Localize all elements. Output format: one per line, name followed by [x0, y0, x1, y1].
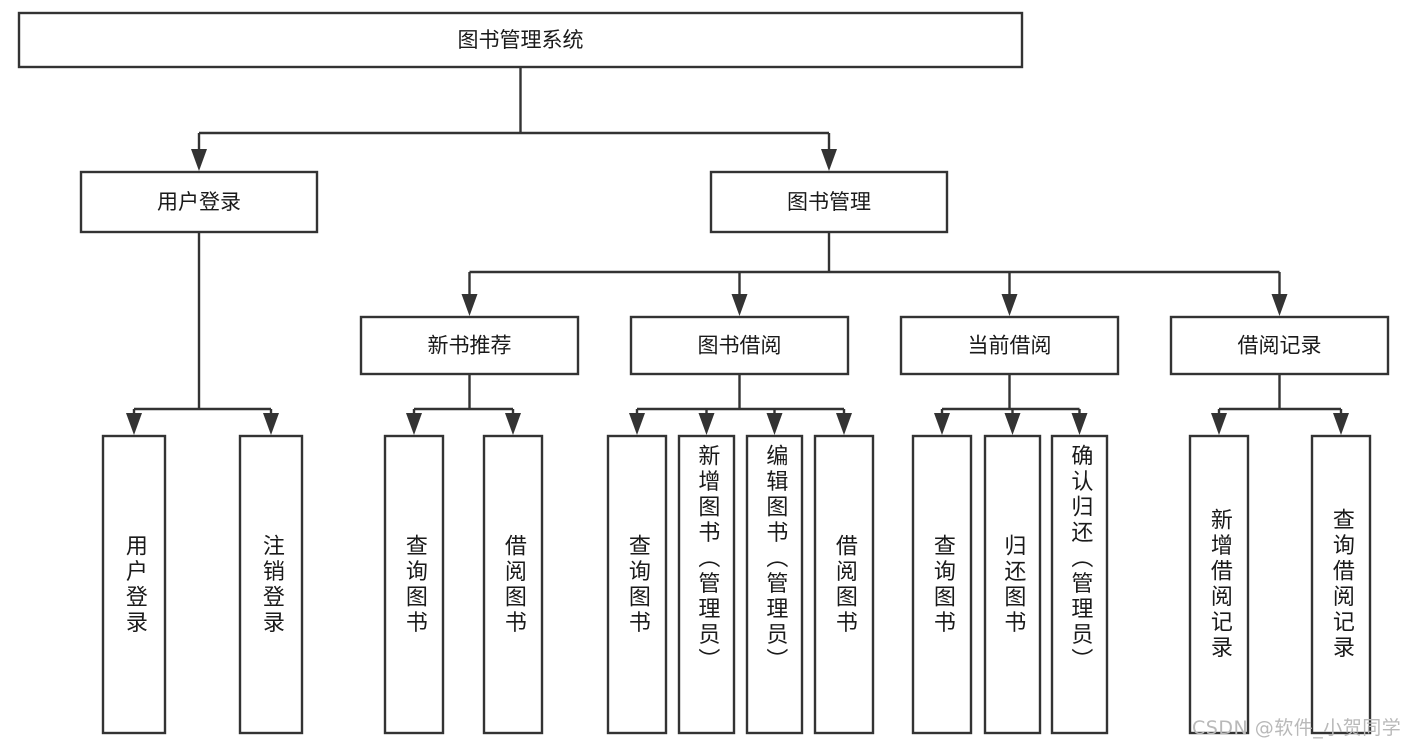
level3-node-0-label: 新书推荐 [428, 334, 512, 358]
level2-node-1-rect[interactable] [709, 170, 949, 234]
leaf-node-10[interactable] [1050, 434, 1109, 735]
leaf-node-6[interactable] [745, 434, 804, 735]
level3-node-2[interactable]: 当前借阅 [899, 315, 1120, 376]
arrow-head-icon [191, 149, 207, 171]
level3-node-1-rect[interactable] [629, 315, 850, 376]
arrow-head-icon [263, 413, 279, 435]
leaf-node-9[interactable] [983, 434, 1042, 735]
level2-node-0[interactable]: 用户登录 [79, 170, 319, 234]
level2-node-0-rect[interactable] [79, 170, 319, 234]
leaf-node-4-rect[interactable] [606, 434, 668, 735]
connector-layer [126, 67, 1349, 435]
level3-node-2-label: 当前借阅 [968, 334, 1052, 358]
leaf-node-12[interactable] [1310, 434, 1372, 735]
leaf-node-7[interactable] [813, 434, 875, 735]
leaf-node-1[interactable] [238, 434, 304, 735]
arrow-head-icon [1004, 413, 1021, 435]
leaf-node-5[interactable] [677, 434, 736, 735]
arrow-head-icon [1001, 294, 1018, 316]
leaf-node-2[interactable] [383, 434, 445, 735]
level3-node-3-rect[interactable] [1169, 315, 1390, 376]
arrow-head-icon [1071, 413, 1088, 435]
arrow-head-icon [1211, 413, 1227, 435]
arrow-head-icon [461, 294, 478, 316]
arrow-head-icon [836, 413, 852, 435]
arrow-head-icon [934, 413, 950, 435]
leaf-node-9-rect[interactable] [983, 434, 1042, 735]
arrow-head-icon [406, 413, 422, 435]
level3-node-3-label: 借阅记录 [1238, 334, 1322, 358]
leaf-node-2-rect[interactable] [383, 434, 445, 735]
leaf-node-8[interactable] [911, 434, 973, 735]
root-node-图书管理系统-rect[interactable] [17, 11, 1024, 69]
leaf-node-0-rect[interactable] [101, 434, 167, 735]
level3-node-1-label: 图书借阅 [698, 334, 782, 358]
arrow-head-icon [698, 413, 715, 435]
leaf-node-3[interactable] [482, 434, 544, 735]
leaf-node-6-rect[interactable] [745, 434, 804, 735]
arrow-head-icon [1333, 413, 1349, 435]
root-node-图书管理系统[interactable]: 图书管理系统 [17, 11, 1024, 69]
leaf-node-1-rect[interactable] [238, 434, 304, 735]
arrow-head-icon [1271, 294, 1288, 316]
level3-node-3[interactable]: 借阅记录 [1169, 315, 1390, 376]
leaf-node-7-rect[interactable] [813, 434, 875, 735]
arrow-head-icon [505, 413, 521, 435]
level2-node-1-label: 图书管理 [787, 190, 871, 214]
leaf-node-11-rect[interactable] [1188, 434, 1250, 735]
arrow-head-icon [126, 413, 142, 435]
level3-node-0-rect[interactable] [359, 315, 580, 376]
leaf-node-0[interactable] [101, 434, 167, 735]
leaf-node-4[interactable] [606, 434, 668, 735]
leaf-node-12-rect[interactable] [1310, 434, 1372, 735]
root-node-图书管理系统-label: 图书管理系统 [458, 28, 584, 52]
level3-node-0[interactable]: 新书推荐 [359, 315, 580, 376]
arrow-head-icon [629, 413, 645, 435]
arrow-head-icon [731, 294, 748, 316]
leaf-node-8-rect[interactable] [911, 434, 973, 735]
level3-node-2-rect[interactable] [899, 315, 1120, 376]
arrow-head-icon [766, 413, 783, 435]
leaf-node-11[interactable] [1188, 434, 1250, 735]
leaf-node-5-rect[interactable] [677, 434, 736, 735]
leaf-node-3-rect[interactable] [482, 434, 544, 735]
arrow-head-icon [821, 149, 837, 171]
level2-node-0-label: 用户登录 [157, 190, 241, 214]
level3-node-1[interactable]: 图书借阅 [629, 315, 850, 376]
level2-node-1[interactable]: 图书管理 [709, 170, 949, 234]
leaf-node-10-rect[interactable] [1050, 434, 1109, 735]
